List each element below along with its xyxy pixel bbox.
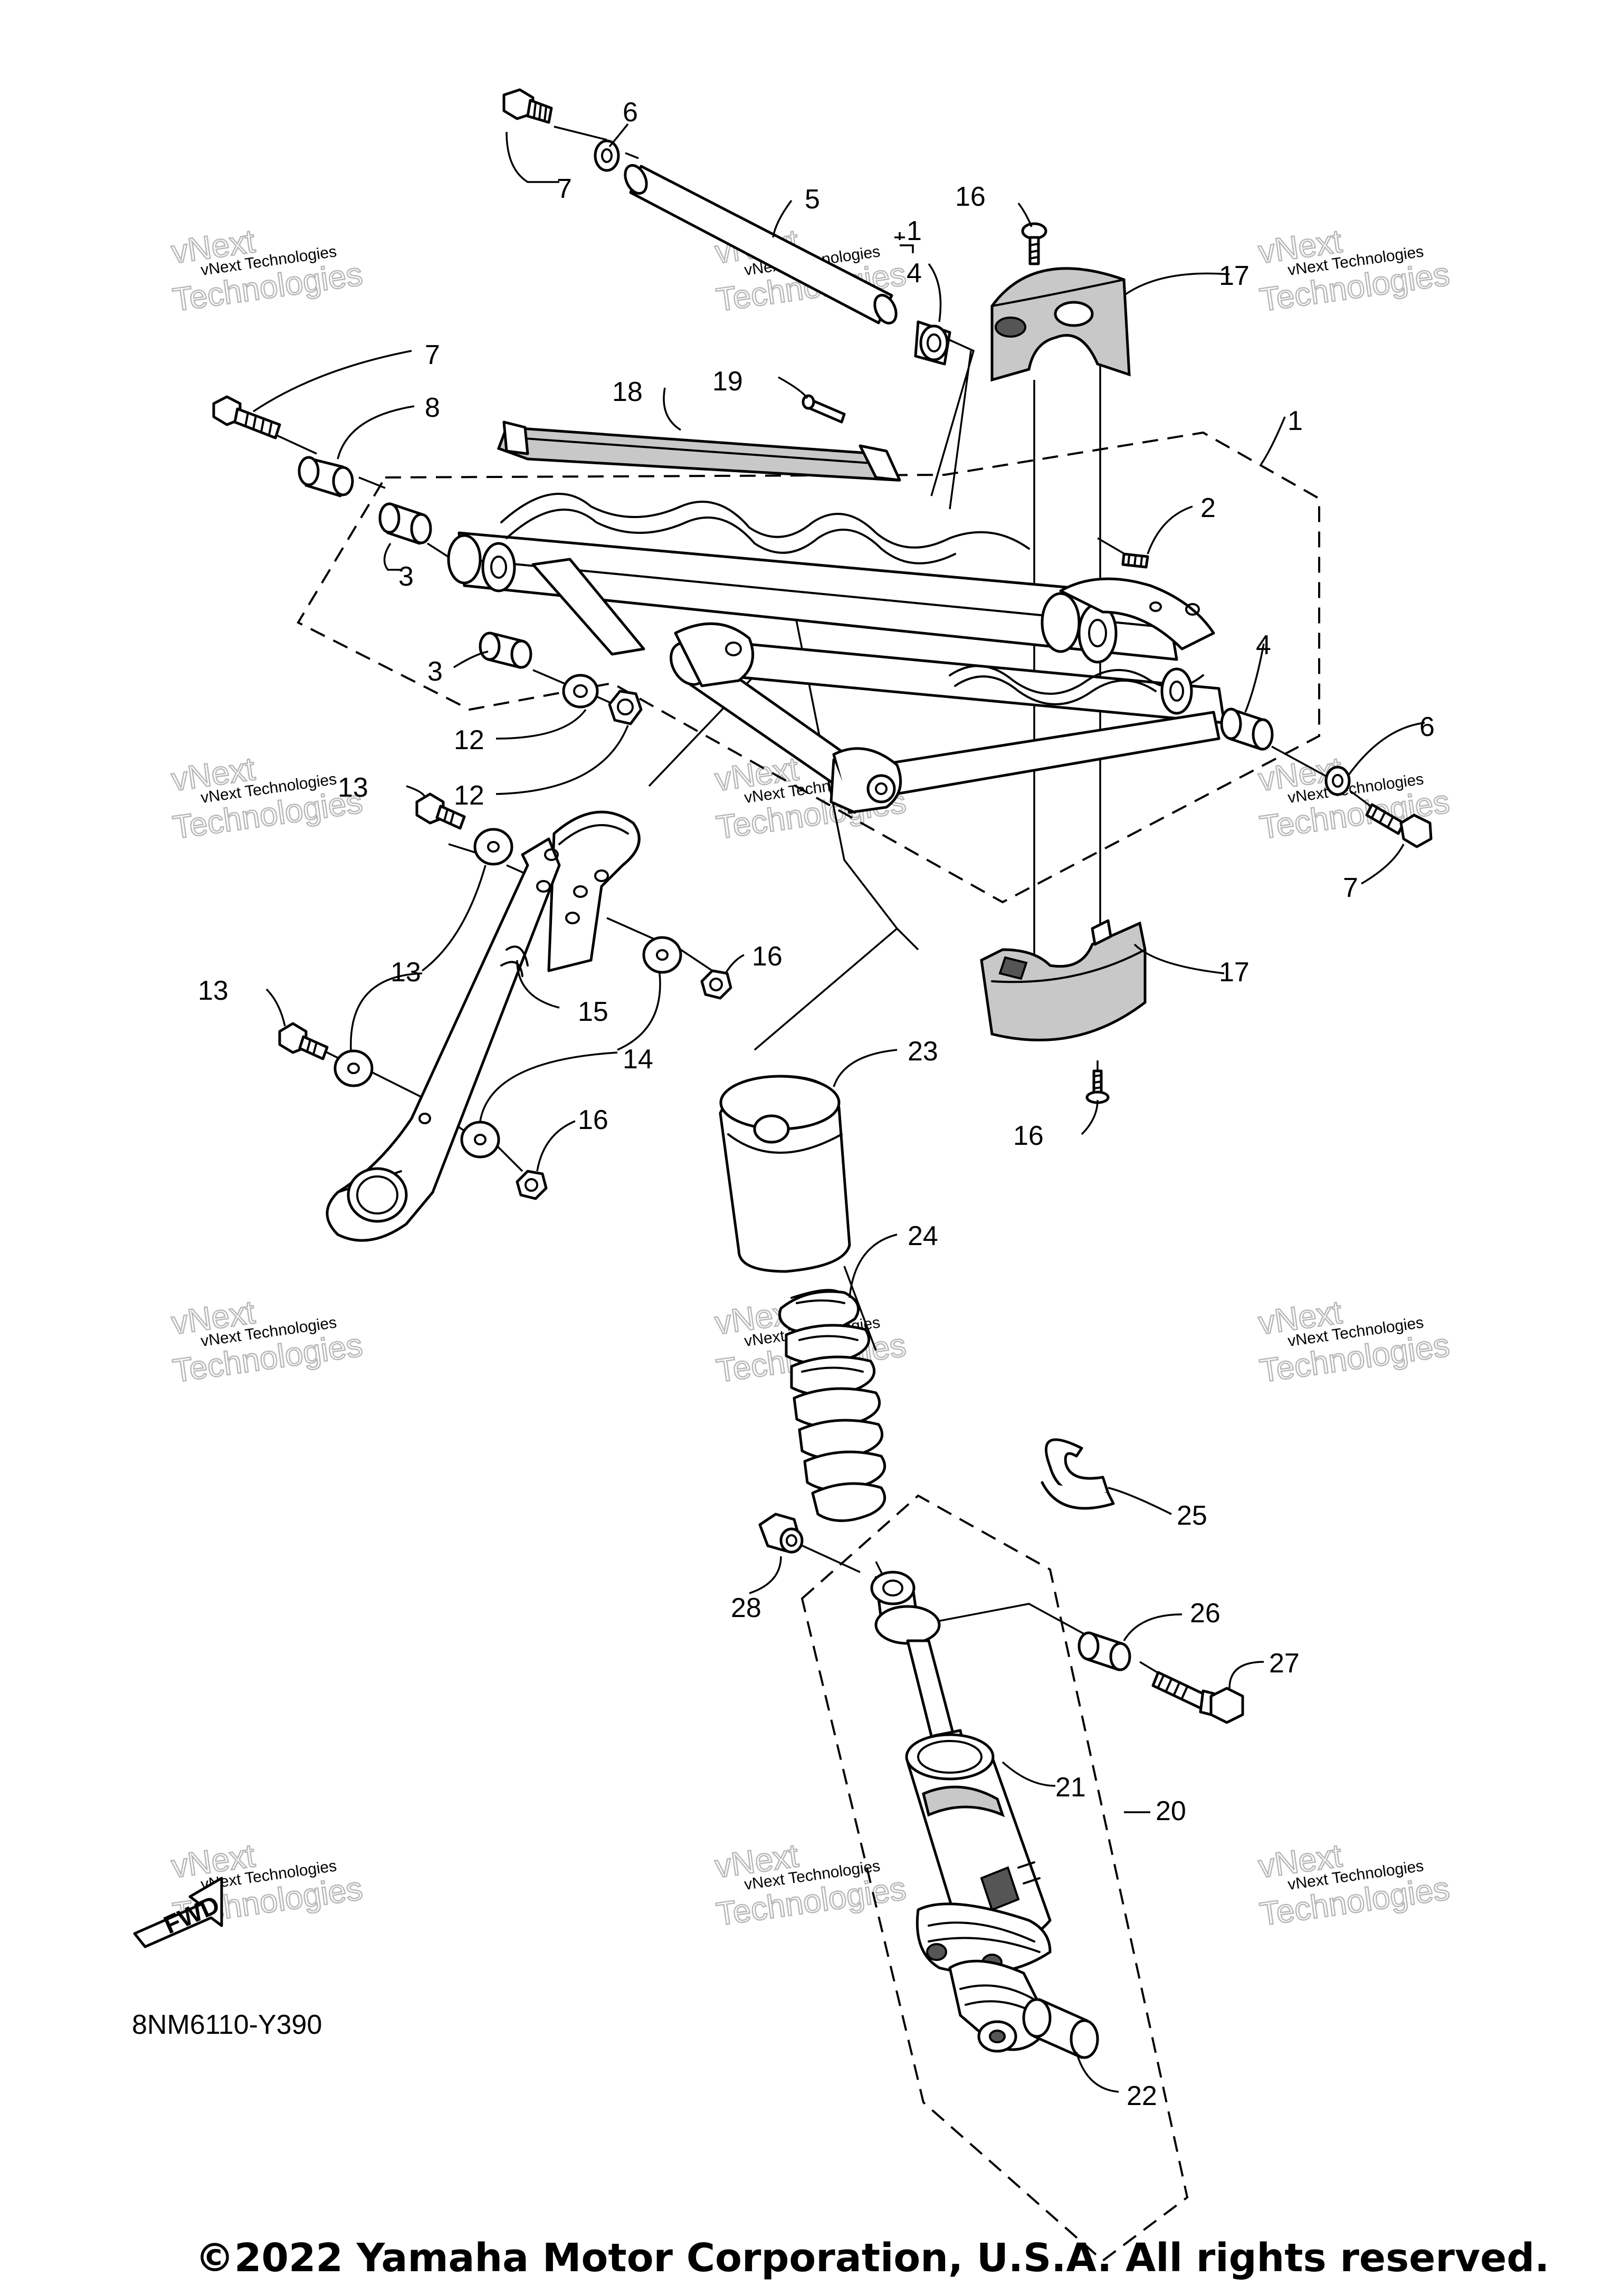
callout-labels: 6 7 5 1 4 16 17 7 8 18 19 1 2 3 3 4 12 1…	[198, 97, 1435, 2111]
callout-1-top: 1	[907, 216, 922, 246]
callout-5: 5	[805, 184, 820, 215]
callout-2: 2	[1200, 493, 1216, 523]
screw-16-top	[1021, 222, 1047, 265]
bumper-23	[719, 1075, 851, 1273]
callout-leaders	[253, 123, 1425, 2093]
callout-27: 27	[1269, 1648, 1300, 1679]
collar-26	[1078, 1631, 1131, 1671]
pin-19	[802, 394, 846, 424]
bolt-27	[1151, 1671, 1244, 1724]
callout-13-left: 13	[390, 957, 421, 988]
clip-25	[1041, 1438, 1115, 1510]
callout-24: 24	[908, 1221, 938, 1251]
watermark: vNext vNext Technologies Technologies	[1255, 1837, 1452, 1934]
washer-13-a	[473, 828, 513, 866]
callout-22: 22	[1127, 2081, 1157, 2111]
callout-20: 20	[1156, 1796, 1186, 1826]
screw-16-bottom	[1085, 1069, 1110, 1104]
callout-7-right: 7	[1343, 873, 1358, 903]
nut-11	[608, 690, 643, 725]
callout-15-upper: 16	[752, 941, 783, 972]
washer-13-c	[333, 1049, 374, 1087]
bushing-3-upper	[378, 502, 432, 545]
callout-3-upper: 3	[398, 561, 414, 592]
callout-16-bottom: 16	[1013, 1121, 1044, 1151]
callout-10: 12	[454, 725, 484, 755]
watermark: vNext vNext Technologies Technologies	[168, 1294, 365, 1390]
collar-9	[298, 456, 354, 498]
grease-nipple-2	[1121, 552, 1149, 569]
bushing-4-right	[1220, 707, 1274, 751]
callout-15-lower: 16	[578, 1105, 608, 1135]
swingarm-assembly-boundary	[297, 431, 1320, 904]
callout-7-top: 7	[557, 174, 572, 204]
washer-13-b	[642, 936, 682, 974]
guard-17-top	[990, 267, 1131, 382]
shaft-5	[624, 164, 898, 324]
watermark: vNext vNext Technologies Technologies	[168, 750, 365, 847]
callout-14: 15	[578, 997, 608, 1027]
washer-6-right	[1324, 766, 1351, 796]
washer-13-d	[460, 1121, 500, 1159]
callout-13-right: 14	[623, 1044, 653, 1075]
bushing-4-top	[914, 320, 951, 366]
callout-11: 12	[454, 780, 484, 811]
shock-absorber-21	[870, 1571, 1052, 2053]
callout-23: 23	[908, 1036, 938, 1067]
callout-6-right: 6	[1419, 712, 1435, 742]
watermark: vNext vNext Technologies Technologies	[1255, 223, 1452, 319]
callout-6-top: 6	[623, 97, 638, 128]
spring-24	[778, 1289, 886, 1522]
callout-4-top: 4	[907, 258, 922, 289]
callout-17-top: 17	[1219, 261, 1250, 291]
callout-1-right: 1	[1288, 406, 1303, 436]
swingarm-frame	[447, 493, 1226, 814]
washer-6-top	[594, 139, 620, 172]
callout-25: 25	[1177, 1500, 1207, 1531]
shock-assembly-boundary	[800, 1494, 1189, 2262]
callout-28: 28	[731, 1593, 761, 1623]
watermark: vNext vNext Technologies Technologies	[712, 1837, 909, 1934]
link-arm-14	[326, 810, 641, 1242]
callout-3-lower: 3	[427, 656, 443, 687]
fwd-arrow-icon: FWD	[133, 1877, 224, 1948]
watermark: vNext vNext Technologies Technologies	[168, 223, 365, 319]
callout-19: 19	[712, 366, 743, 397]
guard-17-bottom	[980, 919, 1147, 1041]
callout-18: 18	[612, 377, 643, 407]
callout-12-upper: 13	[338, 772, 368, 803]
collar-22	[1022, 1998, 1099, 2059]
bolt-7-right	[1365, 803, 1433, 848]
part-code: 8NM6110-Y390	[132, 2010, 322, 2040]
callout-17-bottom: 17	[1219, 957, 1250, 988]
callout-9: 8	[425, 393, 440, 423]
bolt-8	[212, 395, 281, 439]
bolt-7-top	[502, 88, 553, 124]
nut-15-upper	[700, 969, 732, 1000]
callout-4-right: 4	[1256, 630, 1271, 661]
nut-15-lower	[516, 1170, 548, 1200]
callout-21: 21	[1055, 1772, 1086, 1803]
callout-16-top: 16	[955, 181, 986, 212]
watermark: vNext vNext Technologies Technologies	[1255, 1294, 1452, 1390]
bolt-12-lower	[278, 1022, 329, 1060]
bar-18	[497, 420, 901, 482]
callout-12-lower: 13	[198, 975, 228, 1006]
copyright: ©2022 Yamaha Motor Corporation, U.S.A. A…	[195, 2235, 1549, 2281]
callout-8: 7	[425, 340, 440, 370]
callout-26: 26	[1190, 1598, 1220, 1629]
nut-28	[758, 1513, 804, 1554]
washer-10	[562, 674, 599, 709]
bushing-3-lower	[479, 632, 532, 669]
bolt-12-upper	[415, 792, 466, 830]
